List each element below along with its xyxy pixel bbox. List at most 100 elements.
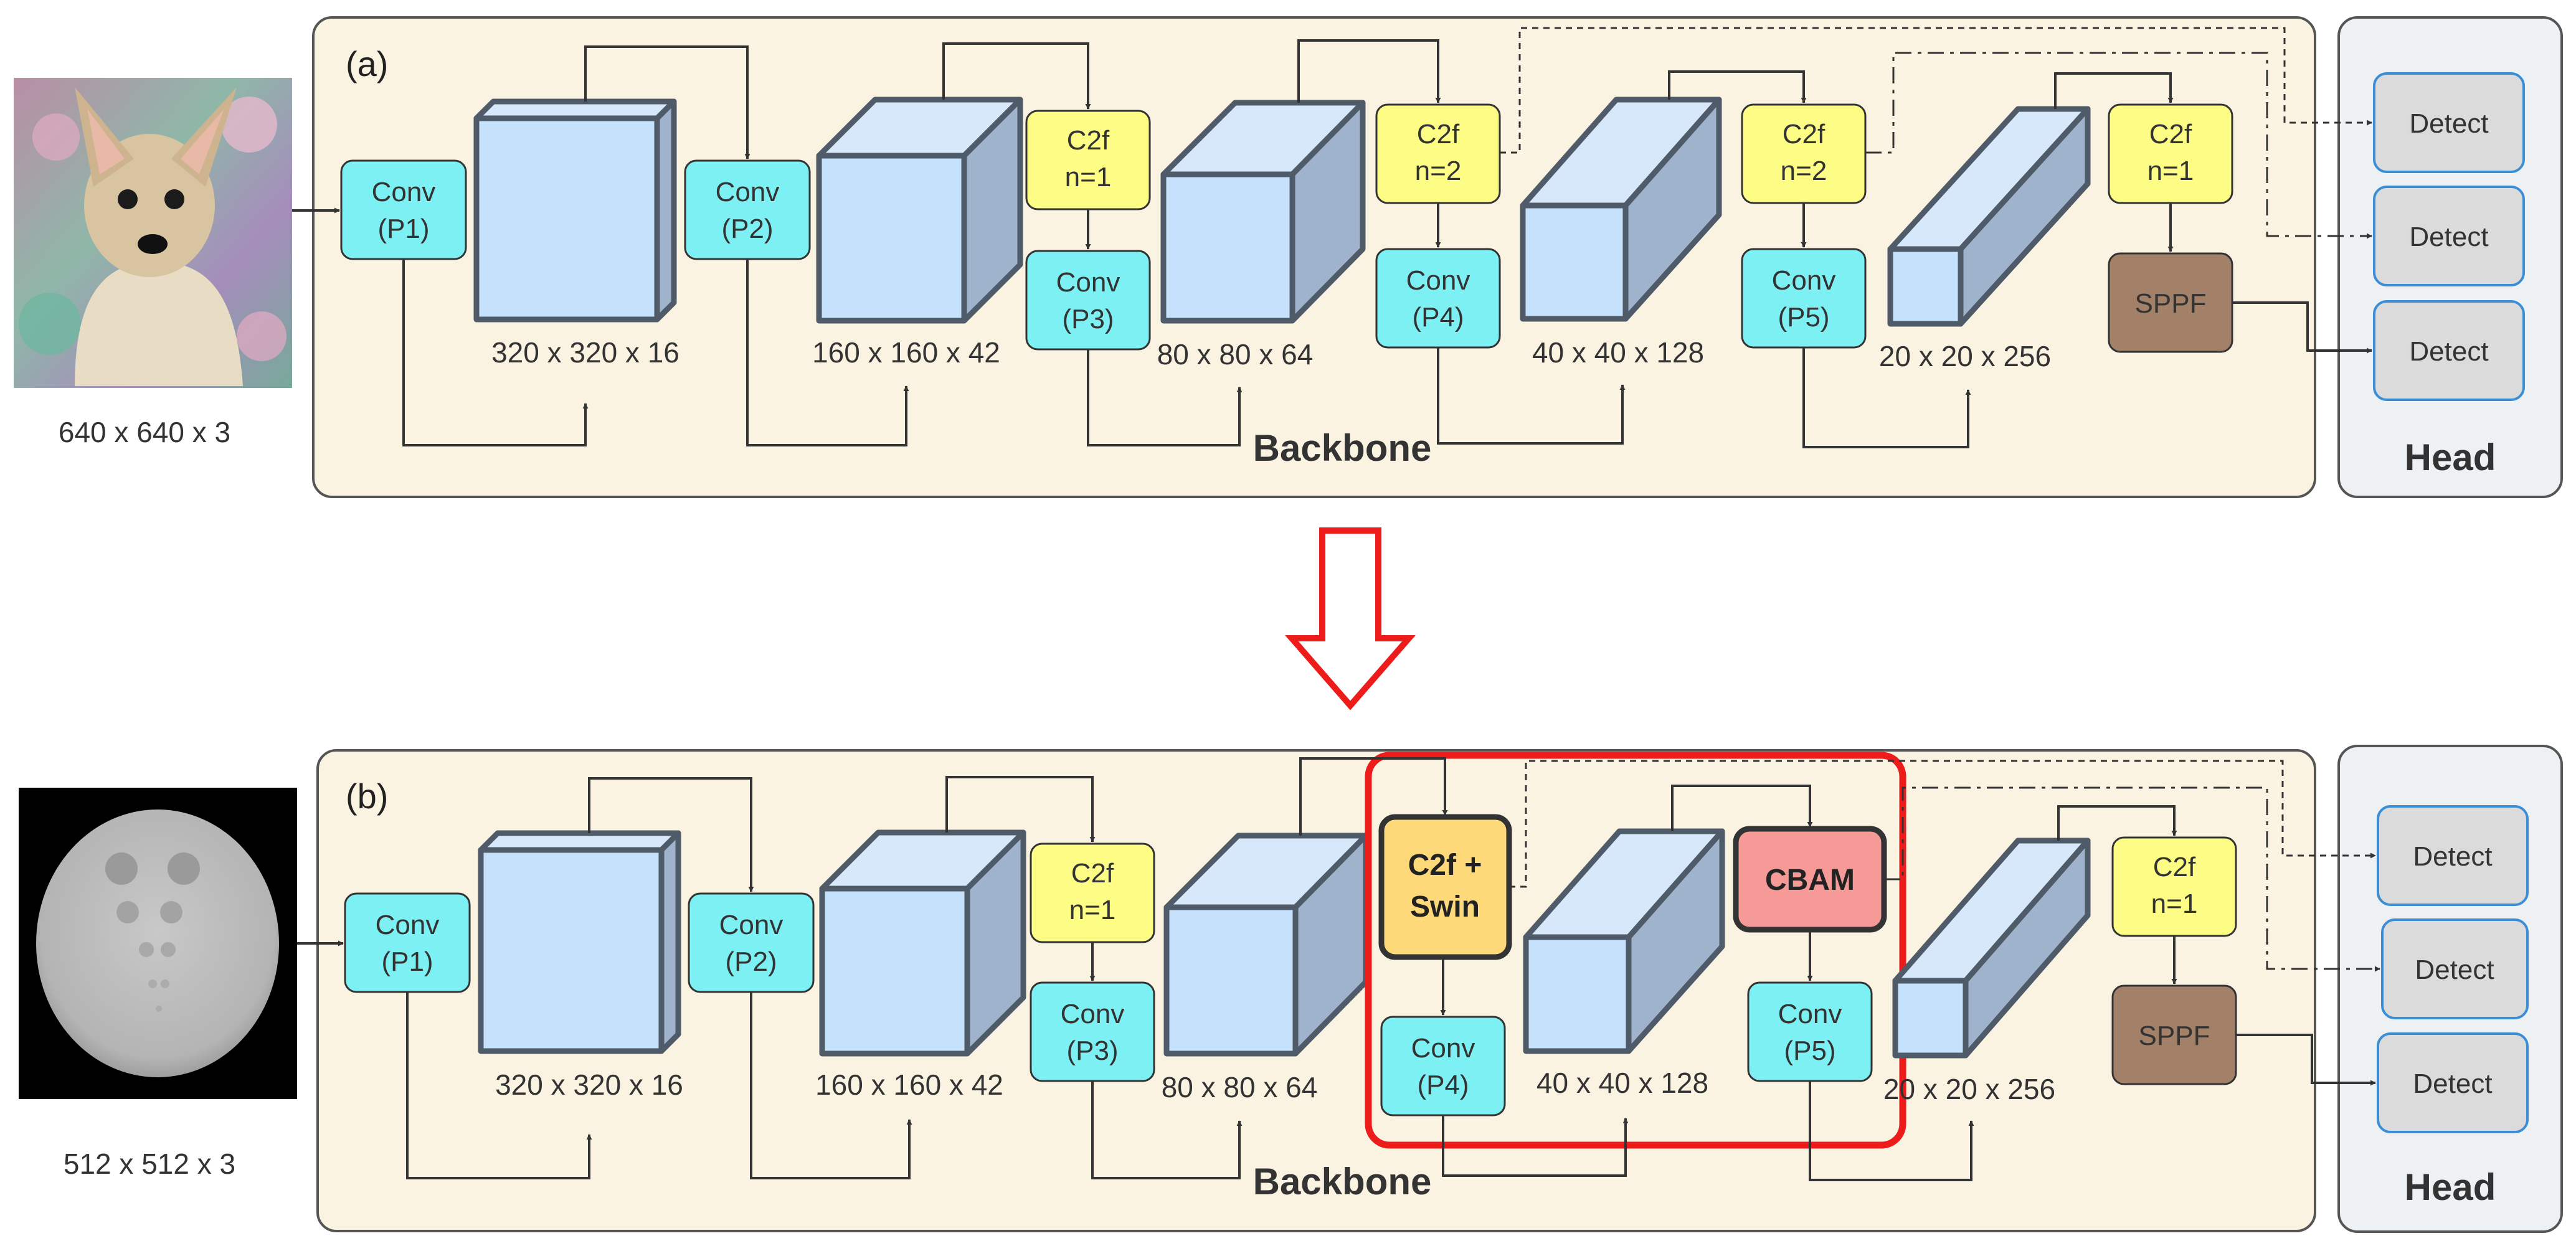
conv-p1-block-b: Conv (P1) [344, 892, 471, 993]
conv-p4-sub-b: (P4) [1417, 1070, 1469, 1100]
c2f-4-sub-b: n=1 [2151, 889, 2198, 919]
cbam-label-b: CBAM [1765, 864, 1855, 897]
conv-p3-block-a: Conv (P3) [1025, 250, 1151, 351]
conv-p2-block-a: Conv (P2) [684, 159, 811, 260]
detect-label-2-a: Detect [2409, 222, 2488, 252]
conv-p3-sub-b: (P3) [1066, 1036, 1118, 1066]
c2f-1-sub-b: n=1 [1069, 895, 1116, 925]
conv-p5-block-a: Conv (P5) [1741, 248, 1867, 349]
conv-p4-block-a: Conv (P4) [1375, 248, 1501, 349]
conv-p2-sub-b: (P2) [725, 946, 777, 977]
c2f-swin-block-b: C2f + Swin [1378, 814, 1512, 960]
dog-photo-icon [14, 78, 292, 388]
c2f-4-sub-a: n=1 [2147, 156, 2194, 186]
c2f-swin-sub-b: Swin [1410, 890, 1480, 923]
c2f-1-label-a: C2f [1067, 125, 1110, 156]
c2f-n1b-block-b: C2f n=1 [2111, 836, 2237, 937]
c2f-3-label-a: C2f [1783, 119, 1825, 149]
feature-cube-5-a [1887, 106, 2091, 327]
sppf-block-b: SPPF [2111, 984, 2237, 1085]
conv-p5-label-b: Conv [1778, 999, 1842, 1029]
conv-p3-block-b: Conv (P3) [1030, 981, 1155, 1082]
c2f-n1b-block-a: C2f n=1 [2108, 103, 2233, 204]
conv-p2-sub-a: (P2) [721, 214, 773, 244]
detect-label-3-a: Detect [2409, 336, 2488, 367]
conv-p4-label-b: Conv [1411, 1033, 1475, 1064]
detect-box-1-b: Detect [2377, 805, 2529, 906]
dim-label-5-b: 20 x 20 x 256 [1883, 1073, 2055, 1105]
conv-p5-block-b: Conv (P5) [1747, 981, 1873, 1082]
dim-label-4-a: 40 x 40 x 128 [1532, 336, 1704, 369]
feature-cube-2-b [819, 829, 1026, 1057]
feature-cube-2-a [816, 97, 1023, 324]
sppf-block-a: SPPF [2108, 252, 2233, 353]
input-dim-label-a: 640 x 640 x 3 [59, 416, 230, 448]
detect-label-1-a: Detect [2409, 108, 2488, 139]
feature-cube-4-b [1523, 828, 1725, 1054]
conv-p1-block-a: Conv (P1) [340, 159, 467, 260]
dim-label-4-b: 40 x 40 x 128 [1537, 1067, 1708, 1099]
c2f-4-label-a: C2f [2149, 119, 2192, 149]
conv-p5-label-a: Conv [1772, 265, 1836, 296]
backbone-label-b: Backbone [1253, 1161, 1432, 1202]
detect-label-3-b: Detect [2413, 1069, 2492, 1099]
sppf-label-b: SPPF [2139, 1021, 2210, 1051]
detect-box-2-b: Detect [2381, 918, 2529, 1019]
c2f-n1-block-a: C2f n=1 [1025, 110, 1151, 210]
c2f-n2b-block-a: C2f n=2 [1741, 103, 1867, 204]
panel-a-label: (a) [346, 44, 388, 83]
conv-p5-sub-b: (P5) [1784, 1036, 1835, 1066]
feature-cube-1-a [473, 98, 677, 323]
conv-p4-sub-a: (P4) [1412, 302, 1464, 333]
conv-p5-sub-a: (P5) [1778, 302, 1829, 333]
c2f-2-sub-a: n=2 [1415, 156, 1462, 186]
conv-p3-sub-a: (P3) [1062, 304, 1114, 334]
sppf-label-a: SPPF [2135, 288, 2207, 319]
dim-label-3-b: 80 x 80 x 64 [1162, 1071, 1318, 1103]
dim-label-1-b: 320 x 320 x 16 [495, 1069, 683, 1101]
c2f-3-sub-a: n=2 [1781, 156, 1827, 186]
conv-p2-block-b: Conv (P2) [688, 892, 815, 993]
conv-p3-label-b: Conv [1061, 999, 1125, 1029]
dim-label-3-a: 80 x 80 x 64 [1157, 338, 1314, 370]
c2f-n2-block-a: C2f n=2 [1375, 103, 1501, 204]
feature-cube-1-b [478, 830, 681, 1054]
transition-arrow-icon [1285, 527, 1416, 710]
dim-label-2-b: 160 x 160 x 42 [815, 1069, 1003, 1101]
panel-a: (a) Backbone Head 640 x 640 x 3 Conv [14, 16, 2563, 498]
c2f-n1-block-b: C2f n=1 [1030, 842, 1155, 943]
conv-p4-label-a: Conv [1406, 265, 1470, 296]
c2f-1-sub-a: n=1 [1065, 162, 1112, 192]
conv-p4-block-b: Conv (P4) [1380, 1016, 1506, 1116]
c2f-swin-label-b: C2f + [1408, 849, 1482, 882]
dim-label-2-a: 160 x 160 x 42 [812, 336, 1000, 369]
detect-box-3-a: Detect [2373, 300, 2525, 401]
backbone-label-a: Backbone [1253, 427, 1432, 469]
dim-label-1-a: 320 x 320 x 16 [491, 336, 680, 369]
head-label-a: Head [2405, 437, 2496, 478]
feature-cube-4-a [1520, 97, 1722, 322]
detect-label-1-b: Detect [2413, 841, 2492, 872]
panel-b: (b) Backbone Head 512 x 512 x 3 Conv (P1… [19, 745, 2563, 1233]
conv-p1-sub-a: (P1) [377, 214, 429, 244]
conv-p1-label-a: Conv [372, 177, 436, 207]
detect-label-2-b: Detect [2415, 955, 2494, 985]
panel-b-label: (b) [346, 776, 388, 816]
conv-p2-label-a: Conv [716, 177, 780, 207]
modification-highlight-box [1365, 752, 1906, 1149]
feature-cube-3-a [1160, 100, 1366, 324]
c2f-1-label-b: C2f [1071, 858, 1114, 889]
conv-p1-label-b: Conv [376, 910, 440, 940]
phantom-ct-image-icon [19, 788, 297, 1099]
c2f-2-label-a: C2f [1417, 119, 1460, 149]
feature-cube-5-b [1892, 838, 2091, 1059]
input-dim-label-b: 512 x 512 x 3 [64, 1148, 235, 1180]
c2f-4-label-b: C2f [2153, 852, 2196, 882]
dim-label-5-a: 20 x 20 x 256 [1879, 340, 2051, 372]
conv-p1-sub-b: (P1) [381, 946, 433, 977]
feature-cube-3-b [1163, 833, 1369, 1057]
conv-p2-label-b: Conv [719, 910, 784, 940]
detect-box-1-a: Detect [2373, 72, 2525, 173]
detect-box-2-a: Detect [2373, 186, 2525, 286]
